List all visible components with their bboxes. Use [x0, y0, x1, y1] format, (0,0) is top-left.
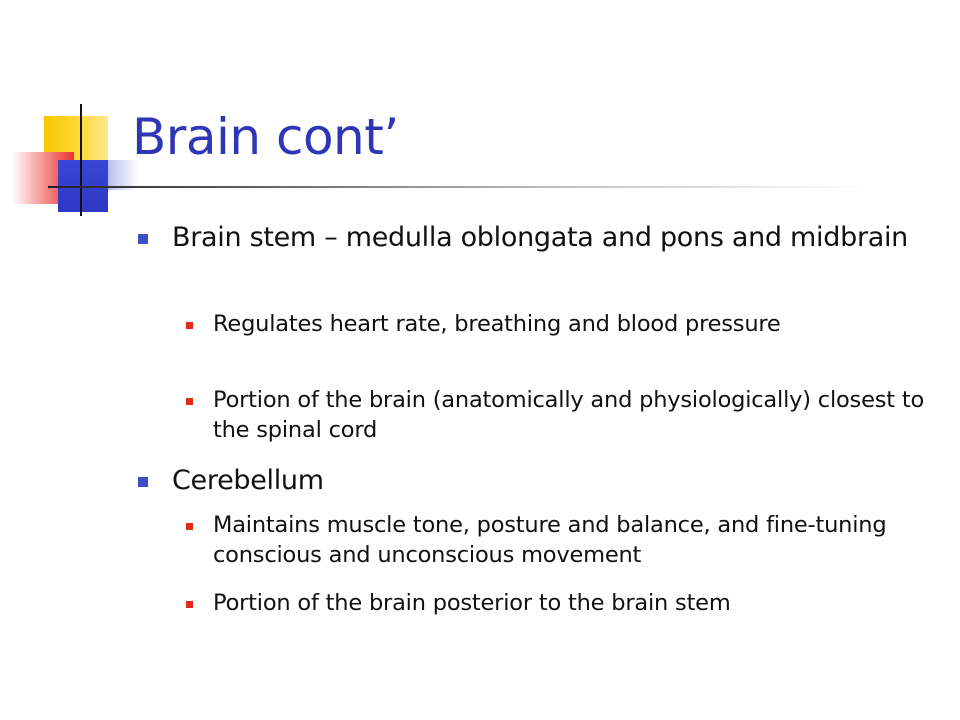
title-underline-rule — [48, 186, 868, 188]
square-bullet-icon — [138, 234, 148, 244]
slide-title: Brain cont’ — [132, 108, 399, 166]
bullet-text: Portion of the brain posterior to the br… — [213, 590, 731, 616]
bullet-level2-portion-closest: Portion of the brain (anatomically and p… — [186, 385, 933, 445]
bullet-level2-maintains: Maintains muscle tone, posture and balan… — [186, 510, 933, 570]
bullet-text: Cerebellum — [172, 465, 324, 496]
square-bullet-icon — [186, 523, 193, 530]
square-bullet-icon — [186, 322, 193, 329]
bullet-text: Brain stem – medulla oblongata and pons … — [172, 222, 908, 253]
square-bullet-icon — [186, 398, 193, 405]
bullet-text: Portion of the brain (anatomically and p… — [213, 387, 925, 443]
bullet-level1-brain-stem: Brain stem – medulla oblongata and pons … — [138, 220, 932, 256]
blue-fade-decoration — [108, 160, 138, 190]
square-bullet-icon — [186, 601, 193, 608]
vertical-rule — [80, 104, 82, 216]
square-bullet-icon — [138, 477, 148, 487]
corner-logo-decoration — [0, 0, 140, 230]
bullet-level2-regulates: Regulates heart rate, breathing and bloo… — [186, 309, 933, 339]
bullet-text: Regulates heart rate, breathing and bloo… — [213, 311, 781, 337]
bullet-text: Maintains muscle tone, posture and balan… — [213, 512, 887, 568]
bullet-level1-cerebellum: Cerebellum — [138, 463, 932, 499]
bullet-level2-portion-posterior: Portion of the brain posterior to the br… — [186, 588, 933, 618]
